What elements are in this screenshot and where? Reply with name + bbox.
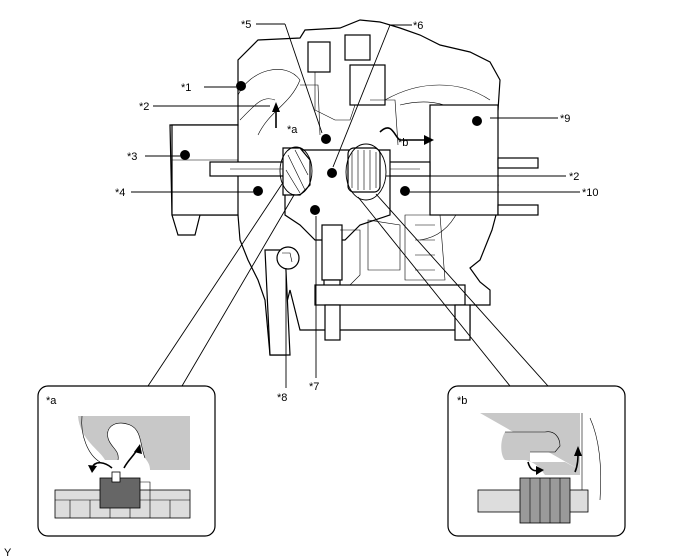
oil-flow-arrows (272, 102, 434, 145)
callout-5: *5 (241, 19, 251, 31)
inset-a-label: *a (46, 395, 57, 407)
inset-a: *a (37, 385, 216, 537)
callout-4: *4 (115, 187, 125, 199)
callout-6: *6 (413, 20, 423, 32)
inset-b-label: *b (457, 395, 467, 407)
figure-mark: Y (4, 547, 12, 559)
callout-labels: *1 *2 *3 *4 *5 *6 *a *b *9 *2 *10 *7 *8 (115, 19, 599, 404)
inset-b: *b (447, 385, 626, 537)
leader-lines (131, 23, 580, 388)
callout-10: *10 (582, 187, 599, 199)
callout-a-marker: *a (287, 124, 298, 136)
callout-b-marker: *b (398, 137, 408, 149)
callout-1: *1 (181, 82, 191, 94)
position-markers (180, 81, 482, 215)
callout-2-right: *2 (569, 171, 579, 183)
callout-7: *7 (309, 381, 319, 393)
callout-3: *3 (127, 151, 137, 163)
turbocharger-body (169, 19, 539, 356)
detail-circles (279, 143, 387, 201)
callout-9: *9 (560, 113, 570, 125)
callout-2-left: *2 (139, 101, 149, 113)
callout-8: *8 (277, 392, 287, 404)
